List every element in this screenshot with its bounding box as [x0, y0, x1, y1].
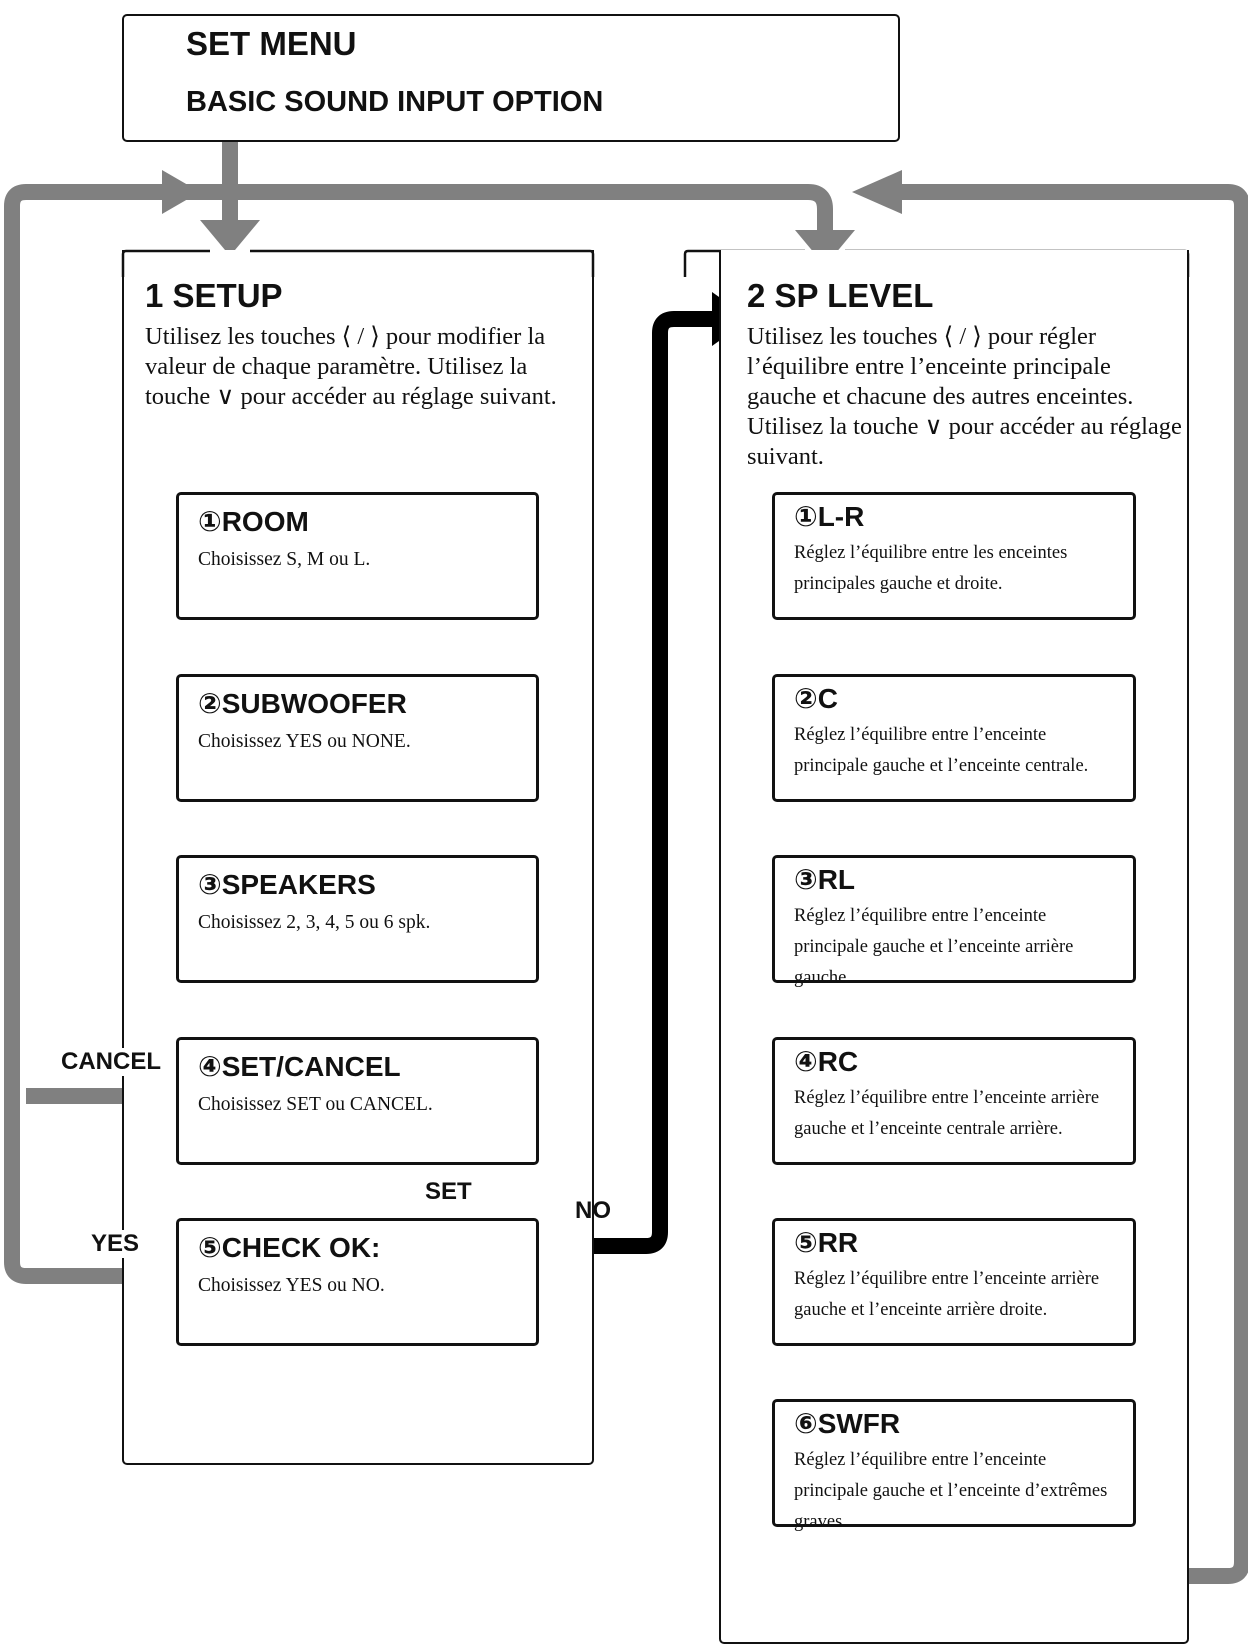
- label-yes: YES: [91, 1230, 140, 1258]
- step-title: ①L-R: [794, 501, 865, 532]
- step-desc: Réglez l’équilibre entre les enceintes p…: [794, 543, 1068, 594]
- set-menu-title: SET MENU: [186, 25, 357, 62]
- setup-step-set-cancel: ④SET/CANCEL Choisissez SET ou CANCEL.: [176, 1037, 539, 1165]
- setup-step-subwoofer: ②SUBWOOFER Choisissez YES ou NONE.: [176, 674, 539, 802]
- step-desc: Réglez l’équilibre entre l’enceinte prin…: [794, 1450, 1108, 1532]
- step-desc: Choisissez 2, 3, 4, 5 ou 6 spk.: [198, 912, 431, 933]
- step-title: ④RC: [794, 1046, 859, 1077]
- step-desc: Choisissez YES ou NONE.: [198, 731, 411, 752]
- set-menu-box: SET MENU BASIC SOUND INPUT OPTION: [122, 14, 900, 142]
- splevel-description: Utilisez les touches ⟨ / ⟩ pour régler l…: [747, 323, 1182, 470]
- step-title: ④SET/CANCEL: [198, 1051, 401, 1082]
- setup-title: 1 SETUP: [145, 277, 283, 314]
- step-title: ⑤CHECK OK:: [198, 1232, 381, 1263]
- label-set: SET: [425, 1178, 472, 1205]
- step-desc: Réglez l’équilibre entre l’enceinte arri…: [794, 1269, 1100, 1320]
- top-line-to-splevel: [165, 184, 833, 232]
- label-cancel: CANCEL: [61, 1048, 161, 1076]
- arrow-yes-return: [162, 170, 200, 214]
- level-step-rc: ④RC Réglez l’équilibre entre l’enceinte …: [772, 1037, 1136, 1165]
- arrow-to-splevel: [795, 230, 855, 266]
- setup-step-room: ①ROOM Choisissez S, M ou L.: [176, 492, 539, 620]
- arrow-menu-to-setup: [200, 220, 260, 256]
- step-desc: Réglez l’équilibre entre l’enceinte prin…: [794, 725, 1089, 776]
- setup-step-check-ok: ⑤CHECK OK: Choisissez YES ou NO.: [176, 1218, 539, 1346]
- set-menu-subtitle: BASIC SOUND INPUT OPTION: [186, 86, 604, 118]
- step-desc: Réglez l’équilibre entre l’enceinte prin…: [794, 906, 1074, 988]
- no-path-line: [537, 311, 715, 1254]
- level-step-rl: ③RL Réglez l’équilibre entre l’enceinte …: [772, 855, 1136, 988]
- level-step-rr: ⑤RR Réglez l’équilibre entre l’enceinte …: [772, 1218, 1136, 1346]
- step-title: ②C: [794, 683, 838, 714]
- arrow-loop-return: [852, 170, 902, 214]
- setup-step-speakers: ③SPEAKERS Choisissez 2, 3, 4, 5 ou 6 spk…: [176, 855, 539, 983]
- setup-description: Utilisez les touches ⟨ / ⟩ pour modifier…: [145, 323, 557, 410]
- splevel-title: 2 SP LEVEL: [747, 277, 934, 314]
- step-title: ③SPEAKERS: [198, 869, 376, 900]
- step-desc: Choisissez S, M ou L.: [198, 549, 371, 570]
- step-title: ①ROOM: [198, 506, 309, 537]
- yes-loop-line: [4, 184, 176, 1284]
- step-title: ⑤RR: [794, 1227, 859, 1258]
- level-step-c: ②C Réglez l’équilibre entre l’enceinte p…: [772, 674, 1136, 802]
- step-title: ②SUBWOOFER: [198, 688, 407, 719]
- level-step-l-r: ①L-R Réglez l’équilibre entre les encein…: [772, 492, 1136, 620]
- step-desc: Choisissez SET ou CANCEL.: [198, 1094, 433, 1115]
- step-title: ③RL: [794, 864, 856, 895]
- step-title: ⑥SWFR: [794, 1408, 901, 1439]
- step-desc: Choisissez YES ou NO.: [198, 1275, 385, 1296]
- level-step-swfr: ⑥SWFR Réglez l’équilibre entre l’enceint…: [772, 1399, 1136, 1532]
- label-no: NO: [575, 1197, 611, 1224]
- step-desc: Réglez l’équilibre entre l’enceinte arri…: [794, 1088, 1100, 1139]
